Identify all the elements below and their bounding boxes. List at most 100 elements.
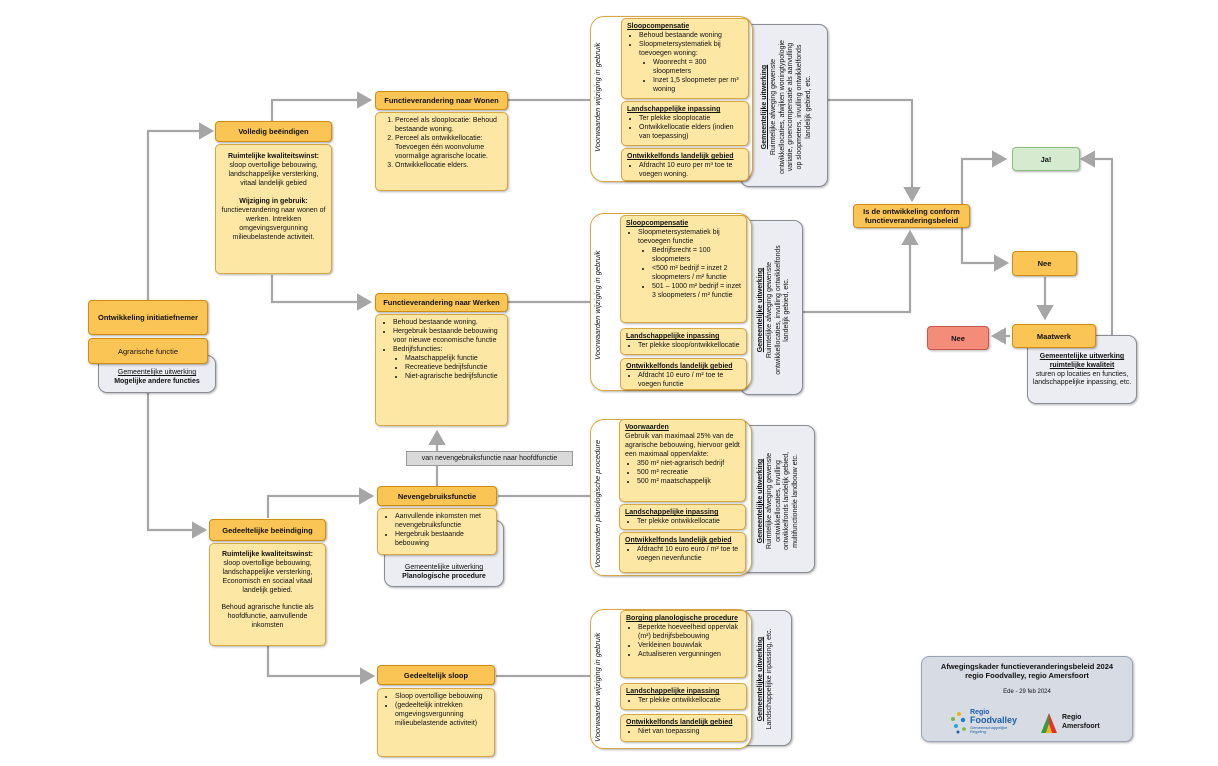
wonen-body: Perceel als sloopIocatie: Behoud bestaan… — [375, 112, 508, 191]
amersfoort-logo: Regio Amersfoort — [1040, 709, 1110, 737]
panel4-s1: Borging planologische procedure Beperkte… — [620, 610, 747, 678]
panel3-s3: Ontwikkelfonds landelijk gebied Afdracht… — [619, 532, 746, 573]
panel3-s1-item: 350 m² niet-agrarisch bedrijf — [637, 460, 740, 469]
foodvalley-logo: Regio Foodvalley Gemeenschappelijke Rege… — [950, 709, 1028, 737]
panel2-s1-sub: 501 – 1000 m² bedrijf = inzet 3 sloopmet… — [652, 283, 741, 301]
sloop-title: Gedeeltelijk sloop — [377, 665, 495, 685]
werken-item: Hergebruik bestaande bebouwing voor nieu… — [393, 328, 502, 346]
panel4-gem-text: Landschappelijke inpassing, etc. — [765, 628, 773, 730]
panel1-s1: Sloopcompensatie Behoud bestaande woning… — [621, 18, 749, 99]
werken-item: Behoud bestaande woning. — [393, 319, 502, 328]
info-date: Ede - 29 feb 2024 — [1003, 689, 1051, 695]
panel3-side: Voorwaarden planologische procedure — [593, 439, 602, 568]
neven-gem-title: Gemeentelijke uitwerking — [404, 564, 484, 571]
panel3-gem-text: Ruimtelijke afweging gewenste ontwikkell… — [765, 451, 799, 551]
panel1-s1-sub: Woonrecht = 300 sloopmeters — [653, 59, 743, 77]
amersfoort-b: Amersfoort — [1062, 723, 1100, 730]
panel1-s2-item: Ontwikkellocatie elders (indien van toep… — [639, 124, 743, 142]
panel2-s1-item: Sloopmetersystematiek bij toevoegen func… — [638, 229, 741, 247]
sloop-body: Sloop overtollige bebouwing (gedeeltelij… — [377, 688, 495, 757]
foodvalley-dots-icon — [951, 712, 966, 734]
panel4-gem-title: Gemeentelijke uitwerking — [757, 636, 764, 722]
start-title: Ontwikkeling initiatiefnemer — [88, 300, 208, 335]
sloop-item: Sloop overtollige bebouwing — [395, 693, 489, 702]
panel2-s1-sub: Bedrijfsrecht = 100 sloopmeters — [652, 247, 741, 265]
neven-body: Aanvullende inkomsten met nevengebruiksf… — [377, 508, 497, 555]
panel2-s2-item: Ter plekke sloop/ontwikkellocatie — [638, 342, 741, 351]
sloop-item: (gedeeltelijk intrekken omgevingsvergunn… — [395, 702, 489, 729]
decision-gem-title: Gemeentelijke uitwerking ruimtelijke kwa… — [1039, 353, 1125, 369]
decision-yes: Ja! — [1012, 147, 1080, 171]
panel3-s2-title: Landschappelijke inpassing — [625, 509, 719, 516]
decision-gem-text: sturen op locaties en functies, landscha… — [1032, 370, 1132, 387]
info-subtitle: regio Foodvalley, regio Amersfoort — [965, 671, 1089, 680]
werken-body: Behoud bestaande woning. Hergebruik best… — [375, 314, 508, 426]
panel1-s1-item: Behoud bestaande woning — [639, 32, 743, 41]
panel2-s1: Sloopcompensatie Sloopmetersystematiek b… — [620, 215, 747, 323]
foodvalley-a: Regio — [970, 709, 990, 716]
panel2-s2-title: Landschappelijke inpassing — [626, 333, 720, 340]
panel2-s3-title: Ontwikkelfonds landelijk gebied — [626, 363, 733, 370]
gedeeltelijk-text2: Behoud agrarische functie als hoofdfunct… — [221, 603, 314, 629]
panel4-s1-item: Verkleinen bouwvlak — [638, 642, 741, 651]
panel2-s1-title: Sloopcompensatie — [626, 220, 689, 227]
panel2-s2: Landschappelijke inpassing Ter plekke sl… — [620, 328, 747, 355]
amersfoort-mark-icon — [1041, 713, 1057, 733]
werken-item: Bedrijfsfuncties: — [393, 346, 502, 355]
panel1-s2: Landschappelijke inpassing Ter plekke sl… — [621, 101, 749, 146]
panel1-s3: Ontwikkelfonds landelijk gebied Afdracht… — [621, 148, 749, 181]
foodvalley-b: Foodvalley — [970, 715, 1018, 725]
panel4-s2: Landschappelijke inpassing Ter plekke on… — [620, 683, 747, 710]
panel1-gem-box: Gemeentelijke uitwerking Ruimtelijke afw… — [740, 24, 828, 187]
werken-title: Functieverandering naar Werken — [375, 293, 508, 312]
panel2-side: Voorwaarden wijziging in gebruik — [593, 250, 602, 360]
panel3-s1-text: Gebruik van maximaal 25% van de agrarisc… — [625, 432, 740, 458]
wonen-title: Functieverandering naar Wonen — [375, 91, 508, 110]
foodvalley-c: Gemeenschappelijke Regeling — [970, 725, 1008, 735]
start-gem-text: Mogelijke andere functies — [114, 377, 200, 385]
panel2-gem-title: Gemeentelijke uitwerking — [757, 267, 764, 353]
panel4-s1-title: Borging planologische procedure — [626, 615, 739, 622]
volledig-title: Volledig beëindigen — [215, 121, 332, 142]
panel4-s1-item: Actualiseren vergunningen — [638, 651, 741, 660]
panel4-s3-title: Ontwikkelfonds landelijk gebied — [626, 719, 733, 726]
wonen-item: Perceel als sloopIocatie: Behoud bestaan… — [395, 117, 502, 135]
volledig-head2: Wijziging in gebruik: — [239, 197, 308, 205]
panel1-gem-text: Ruimtelijke afweging gewenste ontwikkell… — [769, 40, 812, 174]
amersfoort-a: Regio — [1062, 714, 1082, 721]
panel4-s2-item: Ter plekke ontwikkellocatie — [638, 697, 741, 706]
panel2-gem-text: Ruimtelijke afweging gewenste ontwikkell… — [765, 245, 791, 375]
werken-sub-item: Maatschappelijk functie — [405, 355, 502, 364]
panel3-s1: Voorwaarden Gebruik van maximaal 25% van… — [619, 419, 746, 502]
panel4-side: Voorwaarden wijziging in gebruik — [593, 632, 602, 742]
panel2-s1-sub: <500 m² bedrijf = inzet 2 sloopmeters / … — [652, 265, 741, 283]
wonen-item: Ontwikkellocatie elders. — [395, 162, 502, 171]
start-sub: Agrarische functie — [88, 338, 208, 364]
panel1-s3-title: Ontwikkelfonds landelijk gebied — [627, 153, 734, 160]
panel1-side: Voorwaarden wijziging in gebruik — [593, 42, 602, 152]
panel3-gem-title: Gemeentelijke uitwerking — [757, 458, 764, 544]
panel1-s2-item: Ter plekke sloopIocatie — [639, 115, 743, 124]
gedeeltelijk-head1: Ruimtelijke kwaliteitswinst: — [221, 551, 314, 558]
decision-question: Is de ontwikkeling conform functieverand… — [853, 204, 970, 228]
info-title: Afwegingskader functieveranderingsbeleid… — [940, 662, 1114, 671]
panel1-gem-title: Gemeentelijke uitwerking — [761, 64, 768, 150]
start-gem-title: Gemeentelijke uitwerking — [117, 369, 197, 376]
decision-maatwerk: Maatwerk — [1012, 324, 1096, 348]
neven-item: Hergebruik bestaande bebouwing — [395, 531, 491, 549]
panel3-s3-title: Ontwikkelfonds landelijk gebied — [625, 537, 732, 544]
panel3-s2: Landschappelijke inpassing Ter plekke on… — [619, 504, 746, 530]
neven-item: Aanvullende inkomsten met nevengebruiksf… — [395, 513, 491, 531]
panel1-s2-title: Landschappelijke inpassing — [627, 106, 721, 113]
gedeeltelijk-body: Ruimtelijke kwaliteitswinst: sloop overt… — [209, 543, 326, 646]
panel2-s3: Ontwikkelfonds landelijk gebied Afdracht… — [620, 358, 747, 390]
neven-title: Nevengebruiksfunctie — [377, 486, 497, 506]
neven-label: van nevengebruiksfunctie naar hoofdfunct… — [406, 451, 573, 466]
wonen-item: Perceel als ontwikkellocatie: Toevoegen … — [395, 135, 502, 162]
info-box: Afwegingskader functieveranderingsbeleid… — [921, 656, 1133, 742]
werken-sub-item: Recreatieve bedrijfsfunctie — [405, 364, 502, 373]
panel2-s3-item: Afdracht 10 euro / m² toe te voegen func… — [638, 372, 741, 390]
gedeeltelijk-text1: sloop overtollige bebouwing, landschappe… — [222, 559, 313, 594]
decision-no2: Nee — [927, 326, 989, 350]
